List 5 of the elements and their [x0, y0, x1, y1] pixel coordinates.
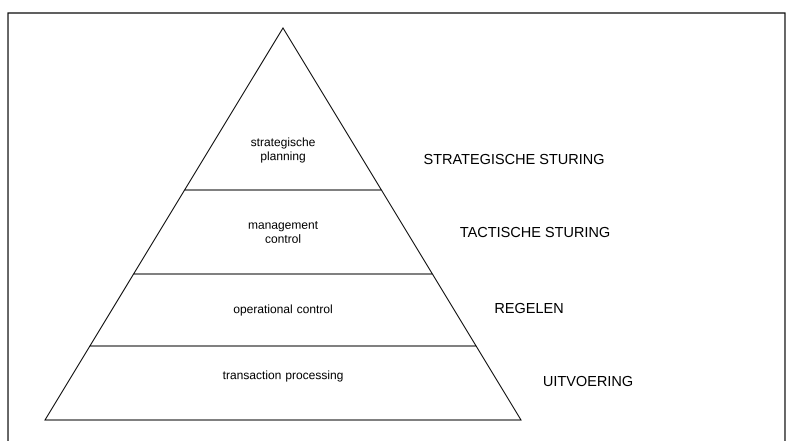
level-label: STRATEGISCHE STURING: [424, 154, 604, 164]
level-label: UITVOERING: [544, 376, 632, 386]
pyramid-level: operational control: [89, 274, 477, 346]
level-label: REGELEN: [496, 302, 562, 314]
level-label: TACTISCHE STURING: [460, 226, 610, 238]
